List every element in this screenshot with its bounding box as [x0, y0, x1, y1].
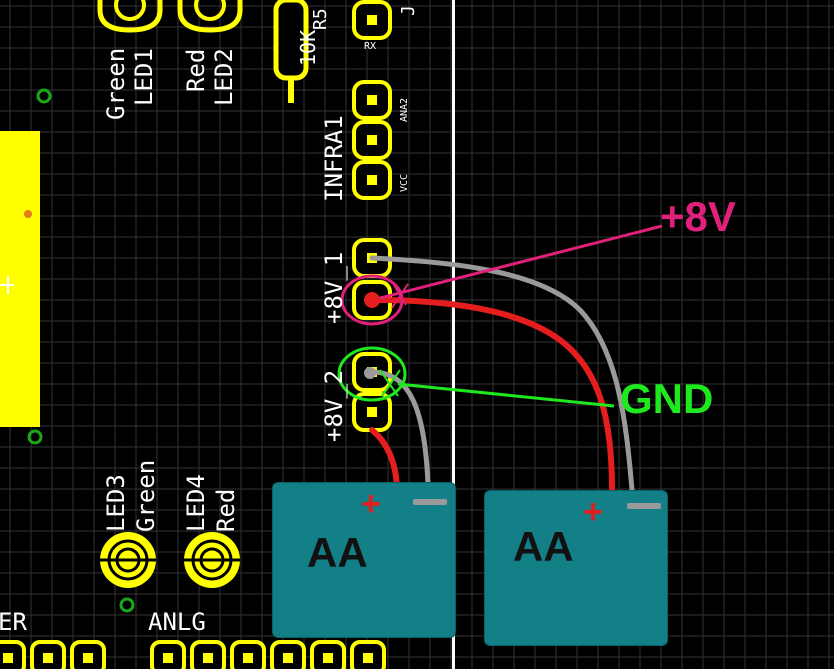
led2-color-label: Red: [182, 48, 210, 92]
gnd-highlight-circle: [337, 346, 407, 402]
led3-footprint: [100, 532, 156, 588]
led2-ref-label: LED2: [210, 48, 238, 106]
power-header2-label: +8V_2: [320, 369, 348, 442]
led2-footprint: [177, 0, 243, 33]
header-pads: [352, 0, 392, 432]
via-circle: [119, 597, 135, 613]
bottom-header-pads: [0, 640, 386, 669]
led1-color-label: Green: [102, 47, 130, 120]
red-wire-battery2: [369, 297, 615, 493]
infra-vcc-pin-label: VCC: [399, 173, 410, 192]
led4-color-label: Red: [212, 488, 240, 532]
bottom-header-pad-hole: [283, 653, 293, 663]
gnd-annotation-label: GND: [620, 375, 714, 422]
gray-wire-battery1: [369, 369, 431, 488]
bottom-header-pad-hole: [363, 653, 373, 663]
resistor-value-label: 10K: [296, 29, 320, 66]
led4-ref-label: LED4: [182, 474, 210, 532]
header-pad-hole: [367, 135, 377, 145]
header-pad-hole: [367, 15, 377, 25]
gnd-wire-dot: [364, 367, 376, 379]
bottom-header-pad-hole: [323, 653, 333, 663]
gray-wire-battery2: [369, 255, 635, 493]
bottom-header-pad-hole: [163, 653, 173, 663]
anlg-header-label: ANLG: [148, 608, 206, 636]
bottom-header-pad-hole: [243, 653, 253, 663]
left-component-dot: [24, 210, 32, 218]
aa-battery-1: + AA: [272, 482, 456, 638]
via-circle: [27, 429, 43, 445]
bottom-left-label: ER: [0, 608, 27, 636]
plus8v-arrowhead: [391, 283, 409, 309]
battery-plus-sign: +: [583, 493, 603, 531]
header-pad-hole: [367, 95, 377, 105]
battery-label: AA: [513, 523, 574, 570]
aa-battery-2: + AA: [484, 490, 668, 646]
plus8v-wire-dot: [364, 292, 380, 308]
led4-footprint: [184, 532, 240, 588]
battery-minus-sign: [413, 499, 447, 505]
board-edge-line: [452, 0, 455, 669]
bottom-header-pad-hole: [43, 653, 53, 663]
bottom-header-pad-hole: [3, 653, 13, 663]
header-ref-label: J: [398, 5, 419, 16]
led3-color-label: Green: [132, 459, 160, 532]
infra-header-label: INFRA1: [320, 115, 348, 202]
rx-pin-label: RX: [364, 41, 377, 52]
gnd-arrowhead: [379, 369, 401, 397]
left-component-body: [0, 131, 40, 427]
battery-plus-sign: +: [361, 485, 381, 523]
power-header1-label: +8V_1: [320, 251, 348, 324]
led1-ref-label: LED1: [130, 48, 158, 106]
gnd-pointer-line: [397, 382, 615, 408]
led3-ref-label: LED3: [102, 474, 130, 532]
plus8v-pointer-line: [379, 224, 663, 300]
led1-footprint: [97, 0, 163, 33]
battery-minus-sign: [627, 503, 661, 509]
bottom-header-pad-hole: [203, 653, 213, 663]
resistor-r5-footprint: [273, 0, 309, 103]
via-circle: [36, 88, 52, 104]
plus8v-annotation-label: +8V: [660, 193, 736, 240]
red-wire-battery1: [369, 427, 400, 493]
infra-signal-pin-label: ANA2: [399, 97, 410, 122]
bottom-header-pad-hole: [83, 653, 93, 663]
resistor-ref-label: R5: [310, 8, 331, 30]
header-pad-hole: [367, 407, 377, 417]
header-pad-hole: [367, 175, 377, 185]
battery-label: AA: [307, 529, 368, 576]
